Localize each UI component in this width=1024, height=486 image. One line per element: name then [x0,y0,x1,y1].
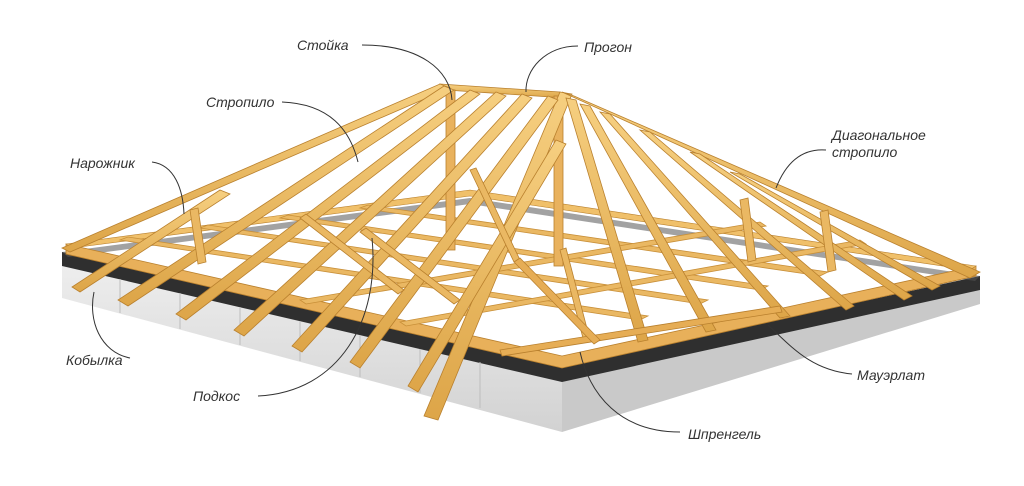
common-rafters-left [71,85,567,393]
leader-kobylka [92,291,131,359]
leader-lines [92,44,853,433]
wall-joints [119,279,481,408]
leader-progon [525,45,579,93]
leader-stoyka [361,44,453,101]
wall-top-band [62,252,980,382]
label-diagonal-line2: стропило [832,144,898,160]
leader-mauerlat [767,324,853,375]
label-narozhnik: Нарожник [70,155,135,171]
label-mauerlat: Мауэрлат [857,367,926,383]
label-diagonal-line1: Диагональное [832,127,926,143]
sprengel [499,257,783,357]
wall-face-right [562,288,980,432]
leader-stropilo [281,101,359,163]
common-rafters-right [565,97,941,343]
leader-narozhnik [151,161,185,215]
label-progon: Прогон [584,39,632,55]
leader-shprengel [579,351,681,433]
label-stropilo: Стропило [206,94,275,110]
struts [189,167,837,343]
leader-diagonal [775,149,827,189]
label-shprengel: Шпренгель [688,426,762,442]
label-kobylka: Кобылка [66,352,123,368]
label-podkos: Подкос [193,388,241,404]
leader-podkos [257,237,374,397]
label-diagonal-rafter: Диагональное стропило [832,127,926,161]
label-stoyka: Стойка [297,37,349,53]
